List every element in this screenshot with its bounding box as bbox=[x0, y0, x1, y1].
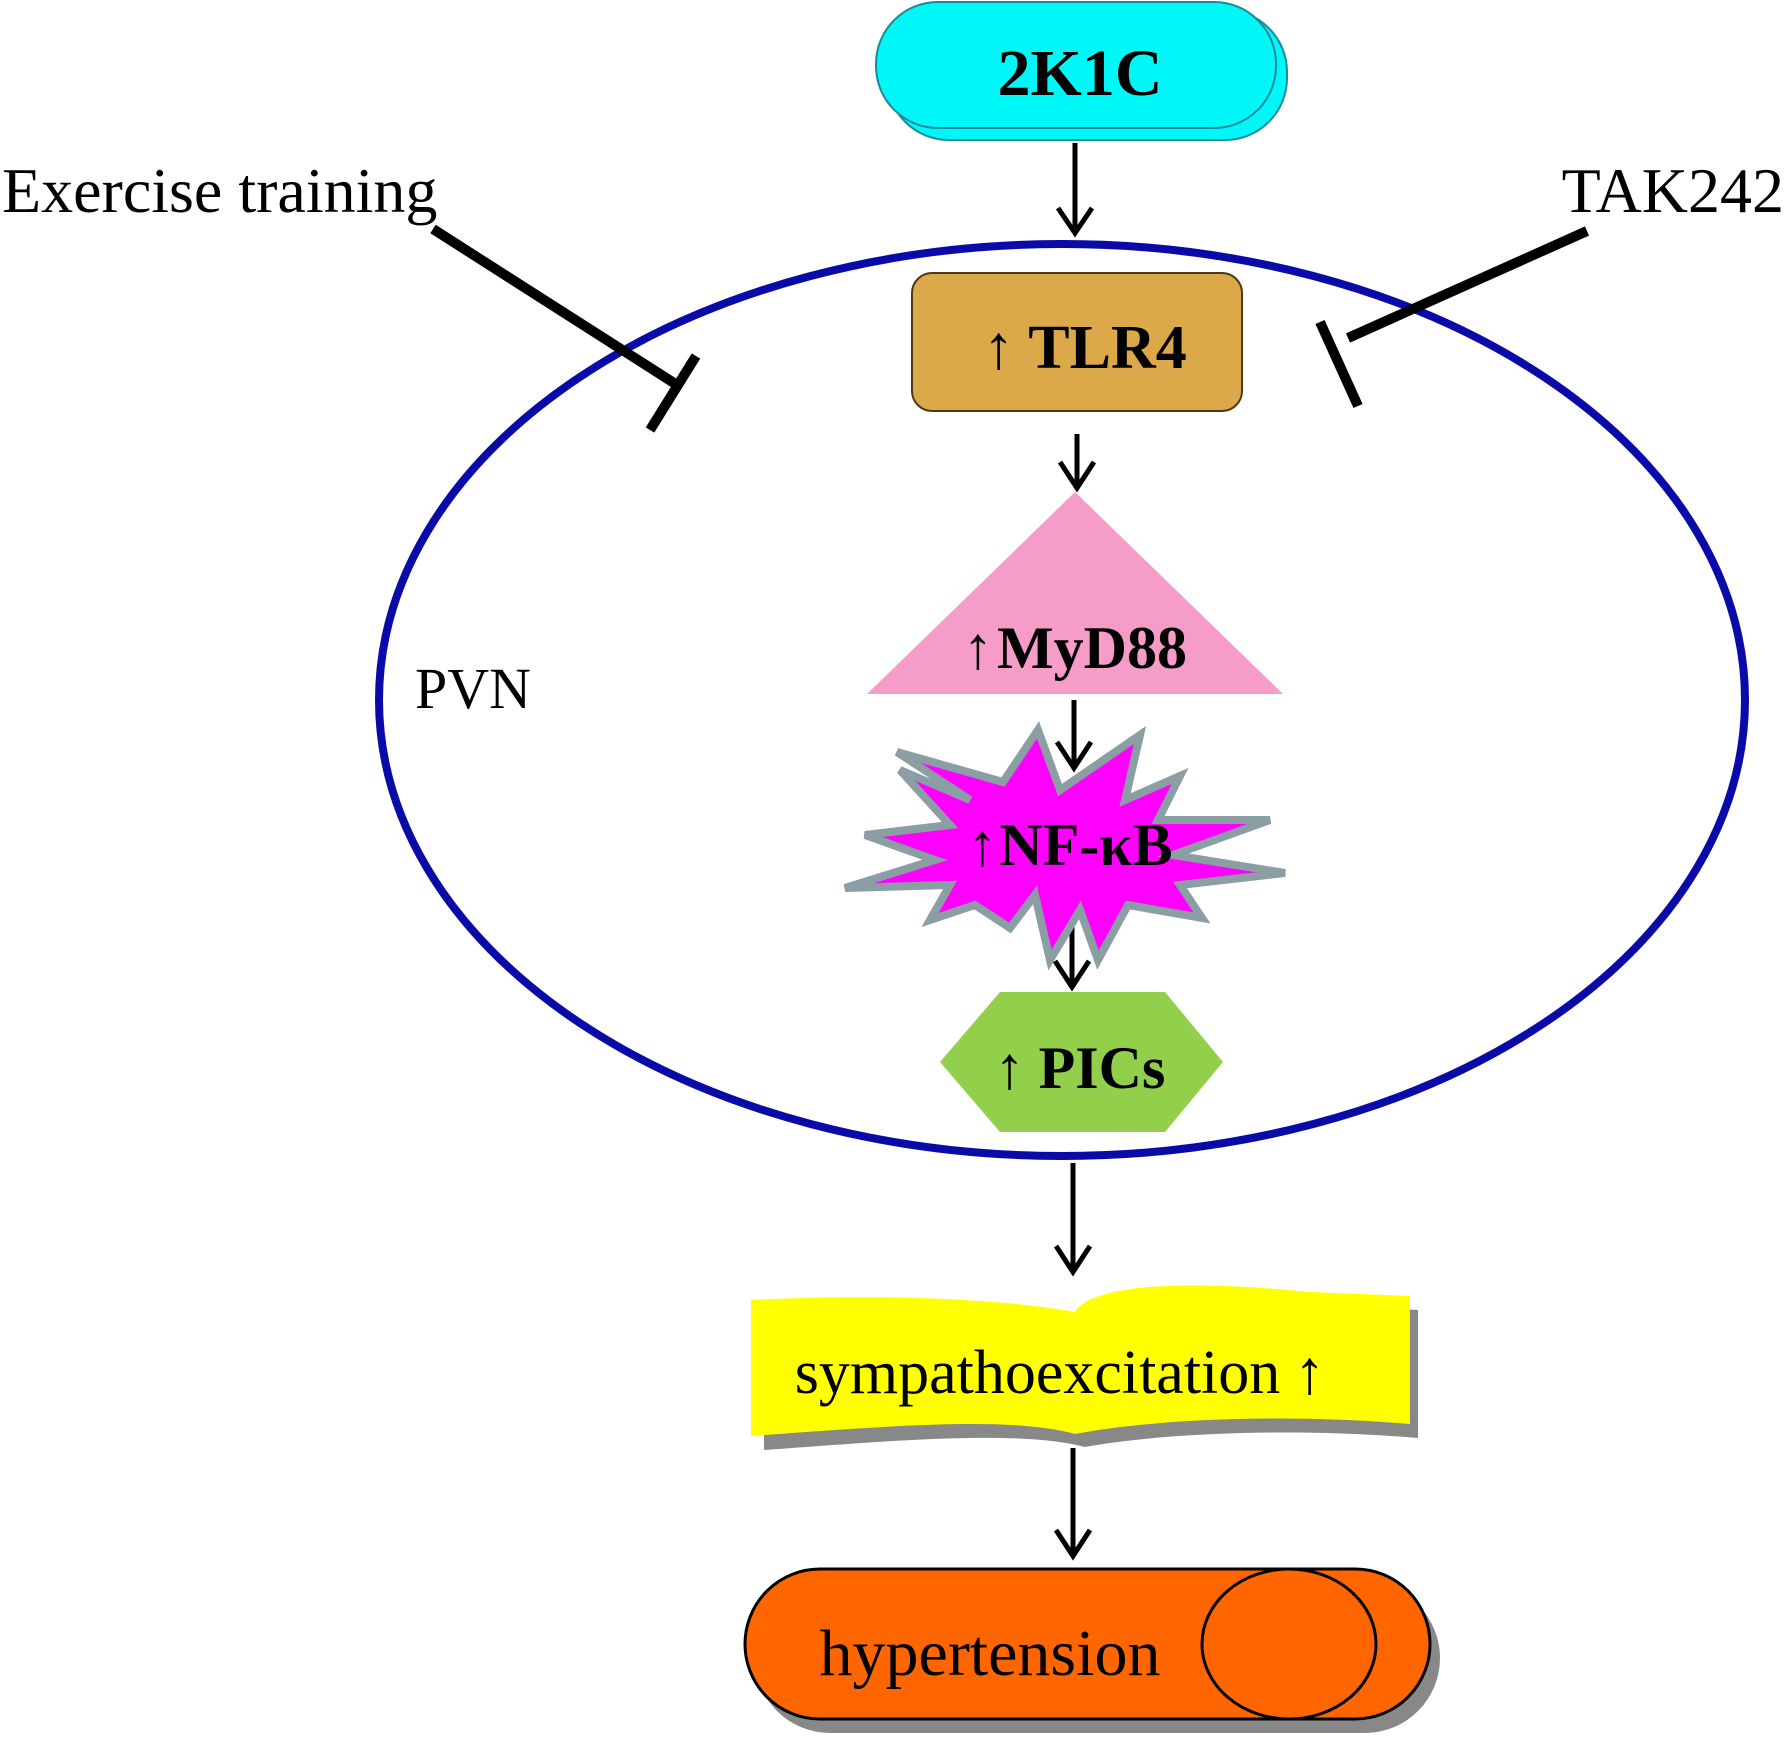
pvn-region-ellipse bbox=[375, 240, 1749, 1160]
pics-node: ↑PICs bbox=[940, 992, 1223, 1132]
arrowhead-nfkb-to-pics bbox=[1052, 959, 1092, 992]
sympathoexcitation-label: sympathoexcitation↑ bbox=[795, 1339, 1326, 1407]
up-arrow-icon: ↑ bbox=[983, 314, 1014, 382]
up-arrow-icon: ↑ bbox=[963, 615, 993, 681]
sympathoexcitation-node: sympathoexcitation↑ bbox=[751, 1285, 1418, 1450]
tlr4-label: ↑TLR4 bbox=[983, 314, 1186, 382]
pics-label: ↑PICs bbox=[995, 1035, 1166, 1101]
stimulus-label: 2K1C bbox=[998, 37, 1163, 110]
up-arrow-icon: ↑ bbox=[967, 812, 997, 878]
exercise-inhibition-bar bbox=[645, 353, 701, 433]
up-arrow-icon: ↑ bbox=[995, 1035, 1025, 1101]
myd88-node: ↑MyD88 bbox=[867, 492, 1283, 694]
hypertension-node: hypertension bbox=[743, 1567, 1440, 1733]
tak242-inhibition-line bbox=[1345, 226, 1590, 343]
hypertension-label: hypertension bbox=[820, 1617, 1161, 1690]
nfkb-node: ↑NF-κB bbox=[843, 721, 1286, 971]
pvn-region-label: PVN bbox=[415, 656, 531, 721]
inhibition-bars bbox=[430, 224, 1590, 433]
arrowhead-2k1c-to-tlr4 bbox=[1055, 206, 1095, 238]
nfkb-label: ↑NF-κB bbox=[967, 812, 1172, 878]
arrowhead-myd88-to-nfkb bbox=[1054, 740, 1094, 773]
up-arrow-icon: ↑ bbox=[1294, 1339, 1325, 1407]
exercise-inhibition-line bbox=[430, 224, 677, 388]
tak242-inhibition-bar bbox=[1315, 319, 1363, 409]
arrowhead-tlr4-to-myd88 bbox=[1057, 460, 1097, 493]
arrowhead-sympatho-to-hypertension bbox=[1053, 1528, 1093, 1561]
tlr4-node: ↑TLR4 bbox=[911, 272, 1243, 412]
arrowhead-pics-to-sympatho bbox=[1053, 1244, 1093, 1277]
stimulus-2k1c-node: 2K1C bbox=[875, 1, 1288, 141]
myd88-label: ↑MyD88 bbox=[963, 615, 1187, 681]
exercise-training-label: Exercise training bbox=[2, 155, 437, 226]
tak242-label: TAK242 bbox=[1562, 155, 1784, 226]
